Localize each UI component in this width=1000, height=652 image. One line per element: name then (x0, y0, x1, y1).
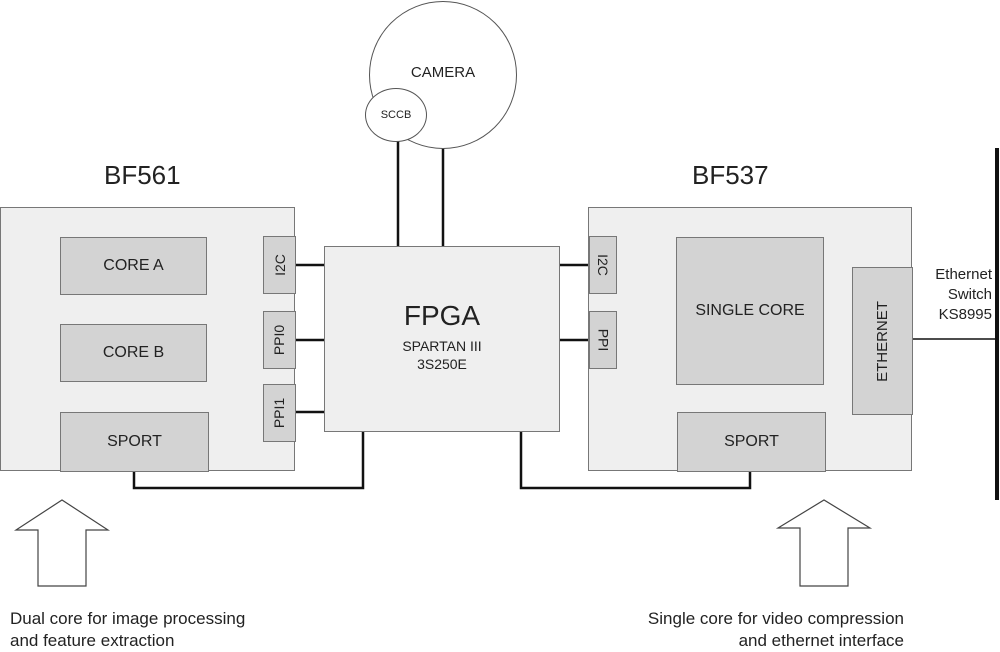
bf561-sport-label: SPORT (107, 433, 162, 450)
bf537-title: BF537 (692, 160, 769, 190)
bf537-i2c-label: I2C (594, 254, 611, 276)
switch-label: Ethernet Switch KS8995 (912, 265, 992, 325)
bf561-title: BF561 (104, 160, 181, 190)
camera-label: CAMERA (410, 64, 476, 81)
ethernet-label: ETHERNET (874, 300, 891, 382)
note-bf561: Dual core for image processing and featu… (10, 609, 246, 650)
switch-label-line3: KS8995 (938, 306, 992, 323)
core-b: CORE B (60, 324, 207, 382)
single-core: SINGLE CORE (676, 237, 824, 385)
core-a: CORE A (60, 237, 207, 295)
ethernet-port: ETHERNET (852, 267, 913, 415)
single-core-label: SINGLE CORE (695, 302, 805, 319)
bf537-block: I2C PPI SINGLE CORE ETHERNET SPORT (588, 207, 913, 472)
core-b-label: CORE B (102, 344, 165, 361)
bf561-block: CORE A CORE B SPORT I2C PPI0 PPI1 (0, 207, 296, 472)
fpga-title: FPGA (403, 300, 481, 331)
bf537-sport: SPORT (677, 412, 826, 472)
switch-label-line1: Ethernet (935, 266, 992, 283)
wire-sport-right (519, 430, 752, 490)
core-a-label: CORE A (103, 257, 164, 274)
bf561-i2c-label: I2C (271, 254, 288, 276)
bf537-ppi-label: PPI (594, 328, 611, 352)
switch-label-line2: Switch (947, 286, 992, 303)
bf537-ppi-port: PPI (589, 311, 617, 369)
bf561-ppi1-port: PPI1 (263, 384, 296, 442)
arrow-up-left (13, 499, 111, 587)
sccb-port: SCCB (365, 88, 427, 142)
fpga-model-line2: 3S250E (417, 356, 467, 372)
bf561-sport: SPORT (60, 412, 209, 472)
bf561-ppi0-label: PPI0 (271, 324, 288, 356)
bf537-i2c-port: I2C (589, 236, 617, 294)
sccb-label: SCCB (380, 109, 412, 121)
bf537-sport-label: SPORT (724, 433, 779, 450)
bf561-ppi0-port: PPI0 (263, 311, 296, 369)
bf561-ppi1-label: PPI1 (271, 397, 288, 429)
fpga-model-line1: SPARTAN III (402, 338, 482, 354)
note-bf537: Single core for video compression and et… (647, 609, 904, 650)
bf561-i2c-port: I2C (263, 236, 296, 294)
fpga-block (324, 246, 560, 432)
arrow-up-right (775, 499, 873, 587)
wire-sport-left (132, 430, 365, 490)
